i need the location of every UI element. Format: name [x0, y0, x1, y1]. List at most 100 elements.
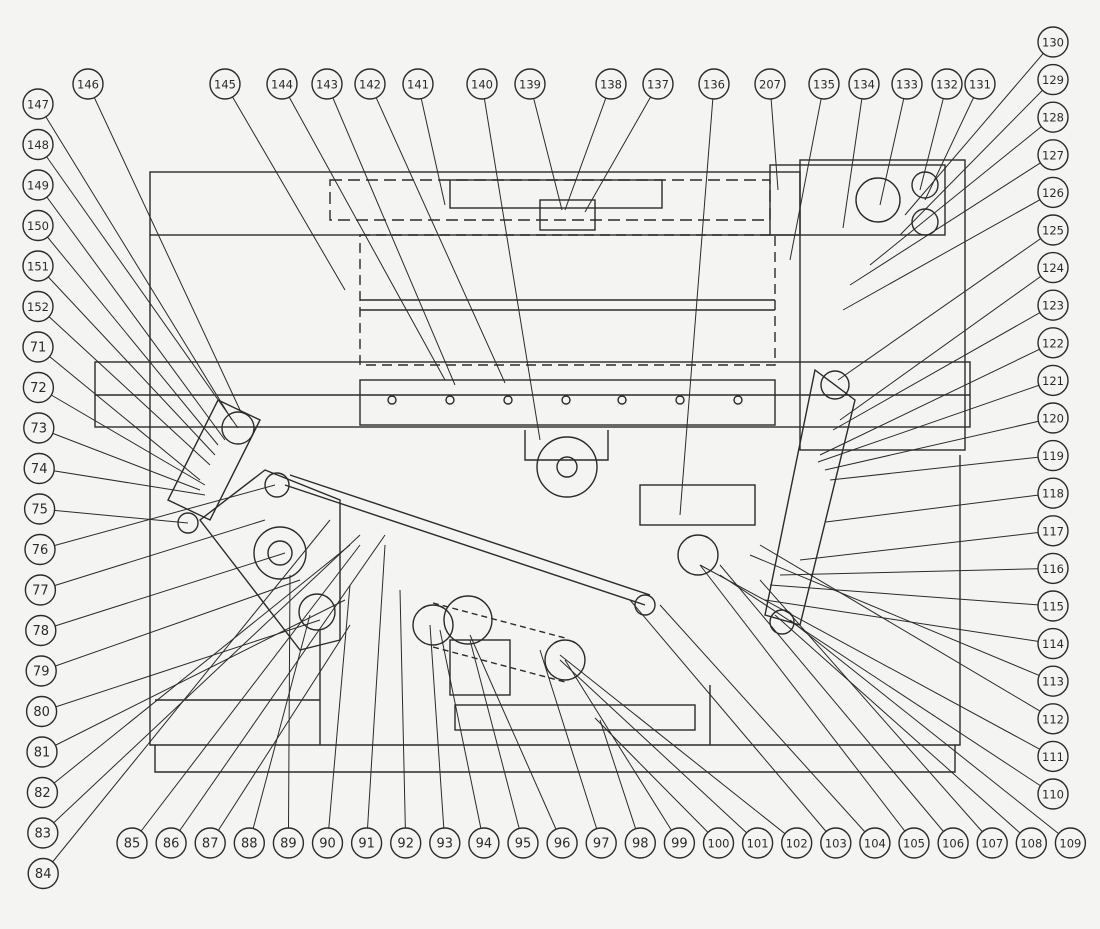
leader-line-74: [39, 468, 206, 496]
callout-label-136: 136: [703, 78, 725, 92]
callout-label-144: 144: [271, 78, 293, 92]
blade-holder: [359, 379, 776, 426]
callout-label-71: 71: [30, 341, 47, 356]
leader-line-125: [837, 229, 1054, 381]
callout-circle-139: [514, 68, 546, 100]
sprocket-left: [412, 604, 454, 646]
leader-line-73: [38, 427, 201, 491]
callout-circle-136: [698, 68, 730, 100]
leader-line-141: [417, 83, 446, 206]
leader-line-133: [879, 83, 908, 206]
callout-label-147: 147: [27, 98, 49, 112]
callout-circle-114: [1037, 627, 1069, 660]
connecting-rod-2: [289, 474, 651, 596]
callout-label-116: 116: [1042, 562, 1064, 576]
callout-circle-146: [72, 68, 104, 100]
leader-line-140: [481, 83, 541, 441]
left-pivot-upper: [221, 411, 255, 445]
callout-label-112: 112: [1042, 712, 1064, 726]
leader-line-149: [37, 184, 226, 441]
left-arm: [167, 399, 261, 521]
leader-line-147: [37, 103, 233, 421]
gauge: [855, 177, 901, 223]
callout-label-152: 152: [27, 300, 49, 314]
leader-line-111: [699, 564, 1054, 757]
callout-label-75: 75: [31, 503, 48, 518]
callout-label-96: 96: [554, 837, 571, 852]
callout-label-121: 121: [1042, 374, 1064, 388]
sprocket-mid: [443, 595, 493, 645]
leader-line-91: [366, 544, 386, 844]
leader-line-128: [869, 116, 1054, 266]
callout-circle-73: [23, 412, 55, 444]
callout-circle-75: [23, 493, 56, 525]
callout-label-122: 122: [1042, 336, 1064, 350]
leader-line-144: [281, 83, 446, 381]
callout-label-139: 139: [519, 78, 541, 92]
bottom-rail: [454, 704, 696, 731]
callout-circle-118: [1037, 477, 1069, 509]
callout-label-137: 137: [647, 78, 669, 92]
leader-line-94: [439, 629, 485, 844]
callout-label-102: 102: [786, 837, 808, 851]
callout-circle-108: [1015, 827, 1048, 859]
callout-circle-141: [402, 68, 434, 100]
frame-body: [149, 235, 961, 746]
leader-line-79: [41, 579, 301, 672]
leader-line-148: [37, 144, 239, 429]
callout-label-94: 94: [476, 837, 493, 852]
callout-label-111: 111: [1042, 750, 1064, 764]
large-wheel-hub: [267, 540, 293, 566]
leader-line-89: [287, 574, 291, 844]
callout-circle-133: [891, 68, 923, 100]
callout-circle-72: [22, 371, 55, 404]
callout-label-149: 149: [27, 179, 49, 193]
control-box: [769, 164, 946, 236]
callout-circle-81: [26, 736, 58, 768]
callout-circle-132: [931, 68, 963, 100]
pulley-bracket: [524, 430, 609, 461]
callout-circle-94: [468, 827, 500, 859]
callout-label-97: 97: [593, 837, 610, 852]
callout-label-113: 113: [1042, 675, 1064, 689]
callout-circle-102: [781, 827, 813, 859]
leader-line-99: [564, 659, 680, 844]
leader-line-121: [817, 379, 1054, 463]
callout-label-129: 129: [1042, 73, 1064, 87]
callout-circle-145: [209, 68, 241, 100]
leader-line-127: [849, 154, 1054, 286]
callout-label-74: 74: [31, 462, 48, 477]
callout-circle-116: [1037, 552, 1069, 585]
leader-line-78: [40, 552, 286, 631]
callout-circle-134: [848, 68, 880, 100]
callout-label-119: 119: [1042, 449, 1064, 463]
leader-line-138: [564, 83, 612, 211]
callout-label-117: 117: [1042, 524, 1064, 538]
rod-end: [634, 594, 656, 616]
leader-line-72: [38, 387, 206, 486]
leader-line-120: [824, 417, 1054, 471]
callout-circle-95: [507, 827, 539, 859]
callout-label-89: 89: [280, 837, 297, 852]
callout-circle-119: [1037, 439, 1069, 472]
callout-label-98: 98: [632, 837, 649, 852]
callout-circle-126: [1037, 176, 1069, 209]
leader-line-122: [819, 342, 1054, 456]
callout-circle-147: [22, 88, 54, 120]
callout-label-123: 123: [1042, 299, 1064, 313]
callout-circle-144: [266, 68, 298, 100]
callout-circle-78: [25, 614, 57, 647]
callout-label-86: 86: [163, 837, 180, 852]
callout-label-138: 138: [600, 78, 622, 92]
leader-line-116: [779, 567, 1054, 576]
callout-label-126: 126: [1042, 186, 1064, 200]
callout-circle-150: [22, 209, 54, 242]
callout-label-110: 110: [1042, 788, 1064, 802]
motor-plate: [449, 639, 511, 696]
leader-line-97: [539, 649, 602, 844]
callout-circle-125: [1037, 214, 1069, 246]
callout-label-82: 82: [34, 786, 51, 801]
callout-label-118: 118: [1042, 487, 1064, 501]
callout-circle-85: [116, 827, 148, 859]
callout-circle-110: [1037, 778, 1069, 810]
